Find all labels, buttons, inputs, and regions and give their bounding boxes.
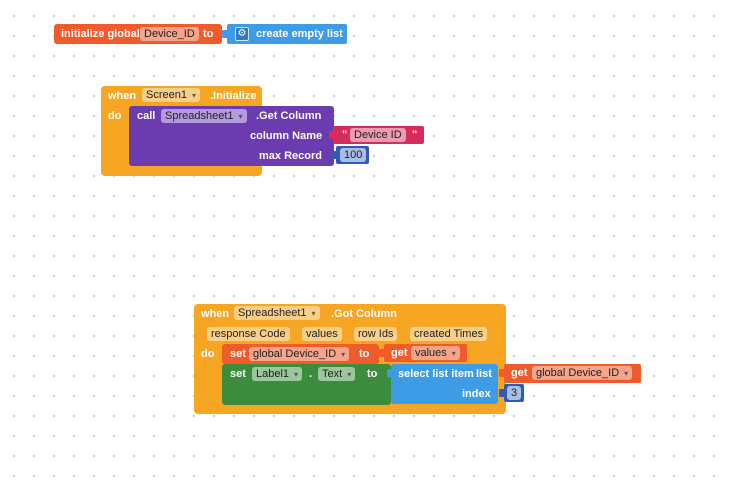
index-param-label: index	[462, 388, 491, 400]
get-column-call-block[interactable]: call Spreadsheet1 .Get Column column Nam…	[129, 106, 334, 166]
event-component-dropdown[interactable]: Spreadsheet1	[234, 306, 320, 320]
create-empty-list-block[interactable]: ⚙ create empty list	[227, 24, 347, 44]
get-column-method-label: .Get Column	[256, 110, 322, 122]
get-label: get	[511, 367, 528, 379]
initialize-global-label: initialize global	[61, 28, 140, 40]
set-label: set	[230, 368, 246, 380]
param-values[interactable]: values	[302, 327, 342, 341]
do-label: do	[201, 348, 215, 360]
to-label: to	[367, 368, 378, 380]
set-variable-dropdown[interactable]: global Device_ID	[249, 347, 350, 361]
set-label: set	[230, 348, 246, 360]
param-response-code[interactable]: response Code	[207, 327, 290, 341]
get-label: get	[391, 347, 408, 359]
call-label: call	[137, 110, 156, 122]
get-values-dropdown[interactable]: values	[411, 346, 460, 360]
index-number-block[interactable]: 3	[504, 384, 524, 402]
to-label: to	[203, 28, 214, 40]
select-list-item-label: select list item	[398, 368, 474, 380]
gear-icon[interactable]: ⚙	[235, 27, 249, 41]
got-column-event-label: .Got Column	[331, 308, 397, 320]
socket-connector	[499, 389, 505, 397]
property-dropdown[interactable]: Text	[318, 367, 356, 381]
initialize-event-label: .Initialize	[210, 90, 257, 102]
device-id-text-field[interactable]: Device ID	[350, 128, 406, 142]
screen-component-dropdown[interactable]: Screen1	[142, 88, 200, 102]
list-param-label: list	[476, 368, 492, 380]
quote-close: "	[412, 129, 418, 141]
label-component-dropdown[interactable]: Label1	[252, 367, 303, 381]
socket-connector	[387, 369, 393, 377]
socket-connector	[329, 131, 335, 139]
get-values-block[interactable]: get values	[384, 344, 467, 362]
initialize-global-block[interactable]: initialize global Device_ID to	[54, 24, 222, 44]
create-empty-list-label: create empty list	[256, 28, 343, 40]
get-global-device-id-dropdown[interactable]: global Device_ID	[532, 366, 633, 380]
call-component-dropdown[interactable]: Spreadsheet1	[161, 109, 247, 123]
max-record-number-field[interactable]: 100	[340, 148, 367, 162]
do-label: do	[108, 110, 122, 122]
set-global-device-id-block[interactable]: set global Device_ID to	[222, 344, 379, 364]
to-label: to	[359, 348, 370, 360]
select-list-item-block[interactable]: select list item list index	[391, 364, 498, 404]
max-record-number-block[interactable]: 100	[336, 146, 369, 164]
get-global-device-id-block[interactable]: get global Device_ID	[504, 364, 641, 383]
column-name-param-label: column Name	[250, 130, 323, 142]
socket-connector	[379, 349, 385, 357]
socket-connector	[222, 30, 228, 38]
index-number-field[interactable]: 3	[507, 386, 522, 400]
when-label: when	[201, 308, 230, 320]
dot-label: .	[309, 368, 313, 380]
socket-connector	[332, 151, 338, 159]
param-created-times[interactable]: created Times	[410, 327, 488, 341]
quote-open: "	[342, 129, 348, 141]
when-label: when	[108, 90, 137, 102]
device-id-text-block[interactable]: " Device ID "	[333, 126, 424, 144]
global-var-name-field[interactable]: Device_ID	[140, 27, 199, 41]
max-record-param-label: max Record	[259, 150, 322, 162]
set-label-text-block[interactable]: set Label1 . Text to	[222, 364, 391, 405]
socket-connector	[499, 369, 505, 377]
param-row-ids[interactable]: row Ids	[354, 327, 398, 341]
